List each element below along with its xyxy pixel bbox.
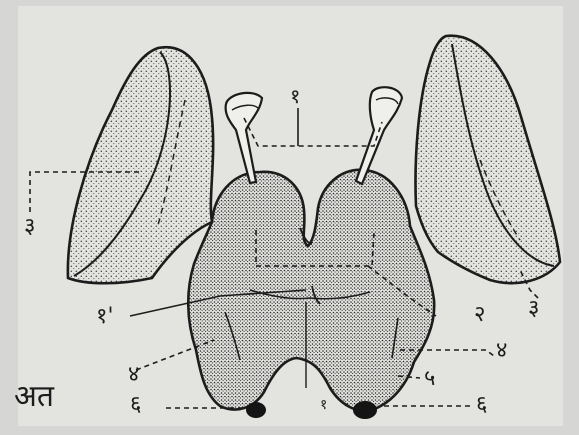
label-1-prime: १' — [96, 306, 114, 328]
label-3-right: ३ — [528, 298, 539, 320]
label-2-right: २ — [474, 304, 485, 326]
label-6-right: ६ — [476, 394, 487, 416]
label-1-top: १ — [290, 86, 300, 106]
figure-label: अत — [14, 382, 54, 412]
label-3-left: ३ — [24, 216, 35, 238]
label-6-left: ६ — [130, 394, 141, 416]
label-1-bottom: १ — [320, 398, 327, 412]
label-5-right: ५ — [424, 368, 435, 390]
label-4-left: ४ — [128, 364, 139, 386]
label-4-right: ४ — [496, 340, 507, 362]
